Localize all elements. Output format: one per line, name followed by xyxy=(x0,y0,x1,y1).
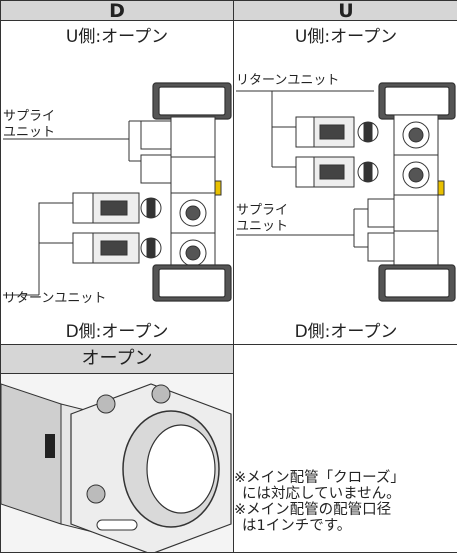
u-top-label: U側:オープン xyxy=(294,27,398,47)
d-return-unit-label: リターンユニット xyxy=(3,291,107,306)
u-return-unit-label: リターンユニット xyxy=(236,73,340,88)
d-supply-unit-line1: サプライ xyxy=(3,109,56,124)
u-base-stack xyxy=(367,194,439,268)
column-header-d: D xyxy=(0,0,234,21)
open-valve-photo xyxy=(1,374,233,552)
d-supply-unit-line2: ユニット xyxy=(3,125,56,140)
d-configuration-cell: U側:オープン xyxy=(0,20,234,345)
u-leader-lines xyxy=(236,90,374,248)
u-supply-unit-line1: サプライ xyxy=(236,203,289,218)
d-return-valve-upper xyxy=(72,192,207,227)
column-header-u: U xyxy=(233,0,457,21)
d-bottom-label: D側:オープン xyxy=(65,322,169,342)
d-top-label: U側:オープン xyxy=(65,27,169,47)
u-return-valve-upper xyxy=(295,114,439,156)
u-supply-unit-line2: ユニット xyxy=(236,219,289,234)
d-return-valve-lower xyxy=(72,232,207,267)
note-line-1: ※メイン配管「クローズ」 xyxy=(234,470,405,486)
u-manifold-diagram xyxy=(236,82,456,302)
d-top-bracket xyxy=(152,82,232,120)
u-configuration-cell: U側:オープン xyxy=(233,20,457,345)
u-bottom-bracket xyxy=(378,264,456,302)
u-top-bracket xyxy=(378,82,456,120)
d-manifold-diagram xyxy=(3,82,232,302)
note-line-4: は1インチです。 xyxy=(242,518,352,534)
open-photo-cell xyxy=(0,373,234,553)
open-header: オープン xyxy=(0,344,234,374)
d-bottom-bracket xyxy=(152,264,232,302)
note-line-2: には対応していません。 xyxy=(242,486,401,502)
u-return-valve-lower xyxy=(295,154,445,196)
u-bottom-label: D側:オープン xyxy=(294,322,398,342)
note-line-3: ※メイン配管の配管口径 xyxy=(234,502,392,518)
d-leader-lines xyxy=(3,120,141,296)
notes-cell: ※メイン配管「クローズ」 には対応していません。 ※メイン配管の配管口径 は1イ… xyxy=(233,344,457,553)
